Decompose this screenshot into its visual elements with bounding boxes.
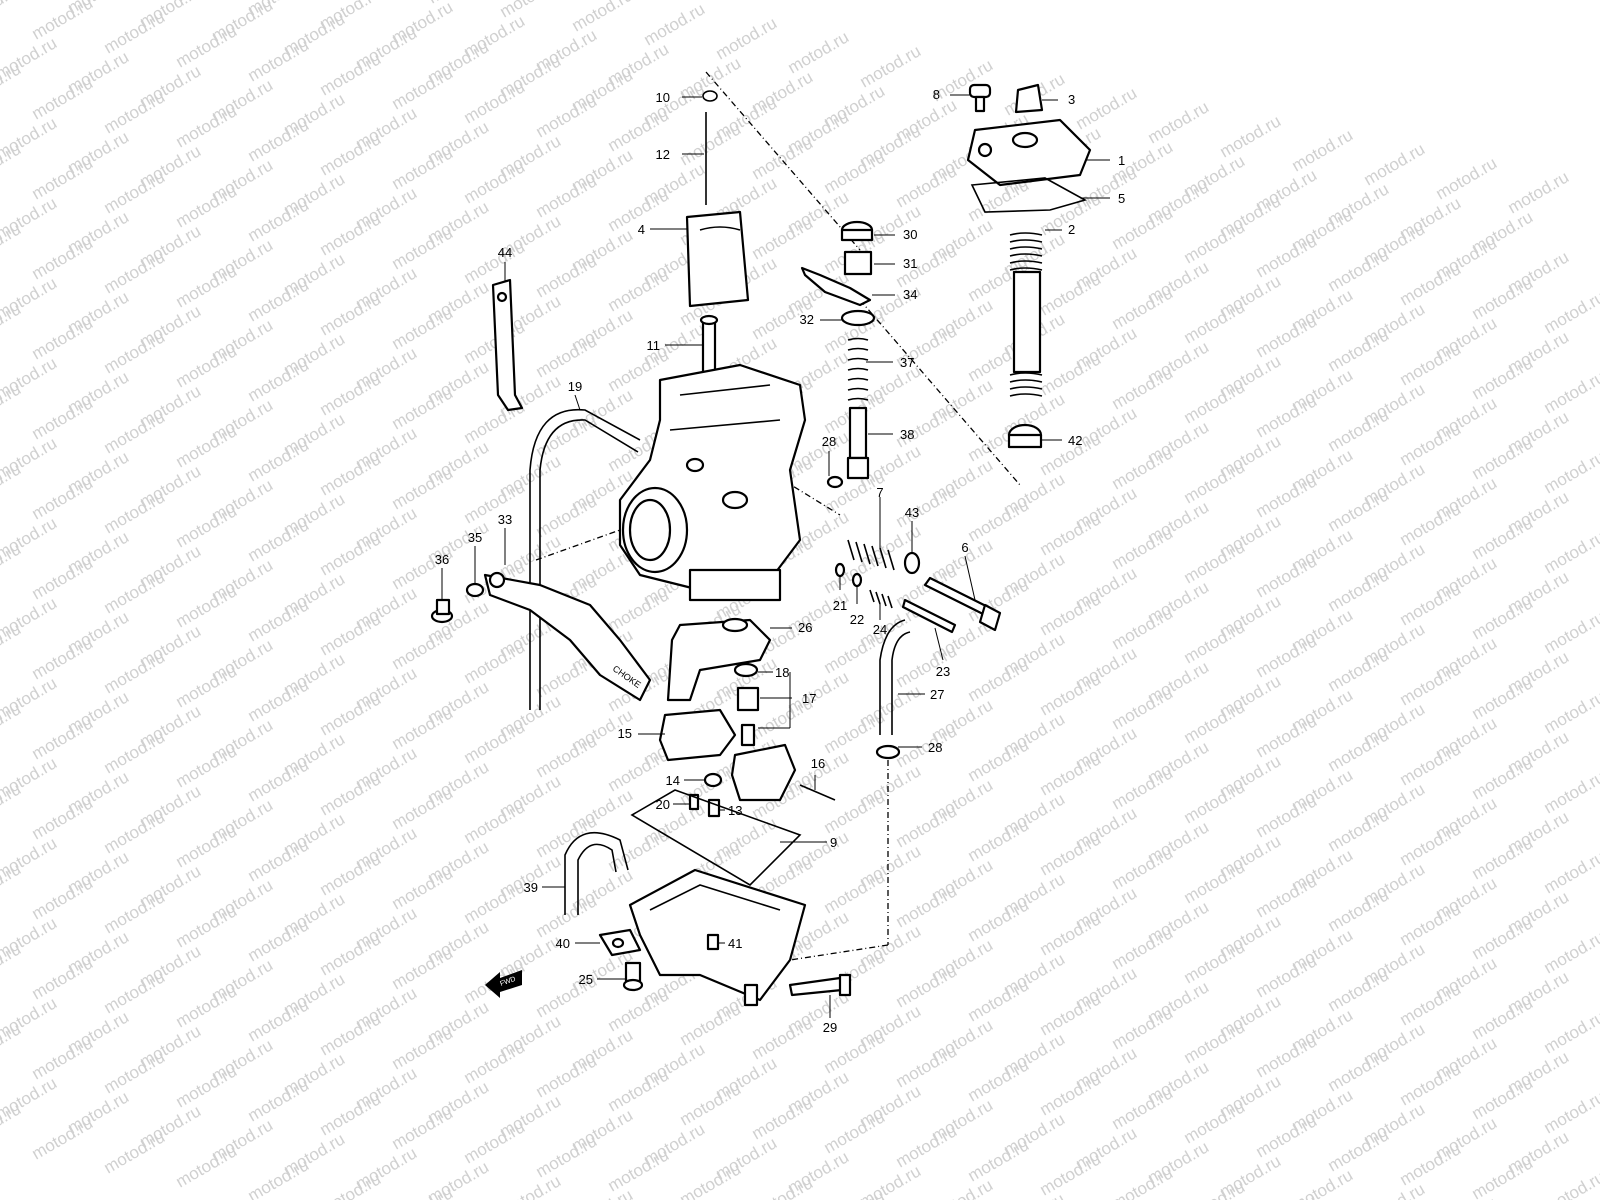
callout-10: 10 <box>656 90 670 105</box>
spring-2 <box>1009 232 1043 397</box>
gasket-9 <box>630 789 802 887</box>
callout-32: 32 <box>800 312 814 327</box>
o-ring-28-upper <box>826 475 844 489</box>
callout-22: 22 <box>850 612 864 627</box>
callout-23: 23 <box>936 664 950 679</box>
screw-6 <box>923 576 1002 632</box>
gasket-5 <box>970 177 1088 213</box>
choke-lever-33: CHOKE <box>483 571 652 702</box>
cap-30 <box>840 220 874 242</box>
callout-20: 20 <box>656 797 670 812</box>
guide-lines <box>535 71 1021 961</box>
callout-16: 16 <box>811 756 825 771</box>
holder-42 <box>1007 423 1043 449</box>
callout-43: 43 <box>905 505 919 520</box>
callout-25: 25 <box>579 972 593 987</box>
callout-11: 11 <box>647 338 661 353</box>
plunger-38 <box>846 406 870 480</box>
throttle-valve-4 <box>685 210 750 308</box>
lever-34 <box>800 266 872 307</box>
callout-12: 12 <box>656 147 670 162</box>
needle-valve-17 <box>736 686 760 747</box>
callout-6: 6 <box>961 540 968 555</box>
cap-3 <box>1014 83 1044 114</box>
callout-13: 13 <box>728 803 742 818</box>
callout-35: 35 <box>468 530 482 545</box>
callout-27: 27 <box>930 687 944 702</box>
callout-26: 26 <box>798 620 812 635</box>
jet-13 <box>707 798 721 818</box>
callout-34: 34 <box>903 287 917 302</box>
bracket-26 <box>666 617 772 702</box>
callout-42: 42 <box>1068 433 1082 448</box>
callout-44: 44 <box>498 245 512 260</box>
callout-30: 30 <box>903 227 917 242</box>
callout-37: 37 <box>900 355 914 370</box>
callout-17: 17 <box>802 691 816 706</box>
o-ring-21 <box>834 562 846 578</box>
callout-5: 5 <box>1118 191 1125 206</box>
top-cap-1 <box>966 118 1092 187</box>
nut-31 <box>843 250 873 276</box>
washer-22 <box>851 572 863 588</box>
callout-4: 4 <box>638 222 645 237</box>
spring-37 <box>847 337 869 401</box>
drain-screw-29 <box>788 973 852 997</box>
callout-19: 19 <box>568 379 582 394</box>
o-ring-18 <box>733 662 759 678</box>
spring-7 <box>847 539 895 571</box>
washer-43 <box>903 551 921 575</box>
screw-8 <box>968 83 992 113</box>
callout-labels: 10 12 4 11 8 3 1 5 2 42 30 31 34 32 37 3… <box>435 87 1125 1035</box>
callout-33: 33 <box>498 512 512 527</box>
main-jet-14 <box>703 772 723 788</box>
float-15 <box>658 708 737 762</box>
float-15b <box>730 743 797 802</box>
callout-9: 9 <box>830 835 837 850</box>
callout-24: 24 <box>873 622 887 637</box>
callout-3: 3 <box>1068 92 1075 107</box>
callout-36: 36 <box>435 552 449 567</box>
clip-10 <box>702 90 718 102</box>
callout-38: 38 <box>900 427 914 442</box>
strap-44 <box>491 278 524 412</box>
screw-36 <box>430 598 454 624</box>
spring-24 <box>869 589 893 609</box>
callout-8: 8 <box>933 87 940 102</box>
hose-39 <box>564 831 629 915</box>
callout-31: 31 <box>903 256 917 271</box>
callout-40: 40 <box>556 936 570 951</box>
washer-35 <box>465 582 485 598</box>
carburetor-body <box>618 363 807 602</box>
hose-19 <box>529 408 641 710</box>
plate-40 <box>598 928 642 957</box>
needle-23 <box>901 598 957 634</box>
screw-41 <box>706 933 720 951</box>
callout-21: 21 <box>833 598 847 613</box>
callout-14: 14 <box>666 773 680 788</box>
pilot-jet-20 <box>688 793 700 811</box>
callout-15: 15 <box>618 726 632 741</box>
callout-28-upper: 28 <box>822 434 836 449</box>
callout-29: 29 <box>823 1020 837 1035</box>
screw-25 <box>622 961 644 992</box>
callout-7: 7 <box>876 485 883 500</box>
callout-2: 2 <box>1068 222 1075 237</box>
callout-28-lower: 28 <box>928 740 942 755</box>
clamp-28-lower <box>875 744 901 760</box>
leader-lines <box>441 94 1110 1018</box>
fwd-arrow-icon: FWD <box>485 970 522 998</box>
callout-39: 39 <box>524 880 538 895</box>
callout-1: 1 <box>1118 153 1125 168</box>
pin-16 <box>799 784 836 801</box>
callout-18: 18 <box>775 665 789 680</box>
hose-27 <box>879 619 911 735</box>
washer-32 <box>840 309 876 327</box>
callout-41: 41 <box>728 936 742 951</box>
